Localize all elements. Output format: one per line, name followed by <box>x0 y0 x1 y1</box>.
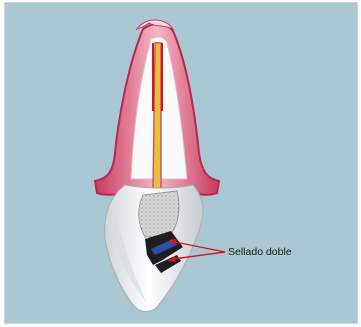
root-canal <box>153 43 161 191</box>
diagram-panel: Sellado doble <box>4 2 358 324</box>
canal-filling <box>139 191 179 237</box>
callout-label-double-seal: Sellado doble <box>228 246 292 258</box>
tooth-cross-section-illustration <box>5 3 358 324</box>
